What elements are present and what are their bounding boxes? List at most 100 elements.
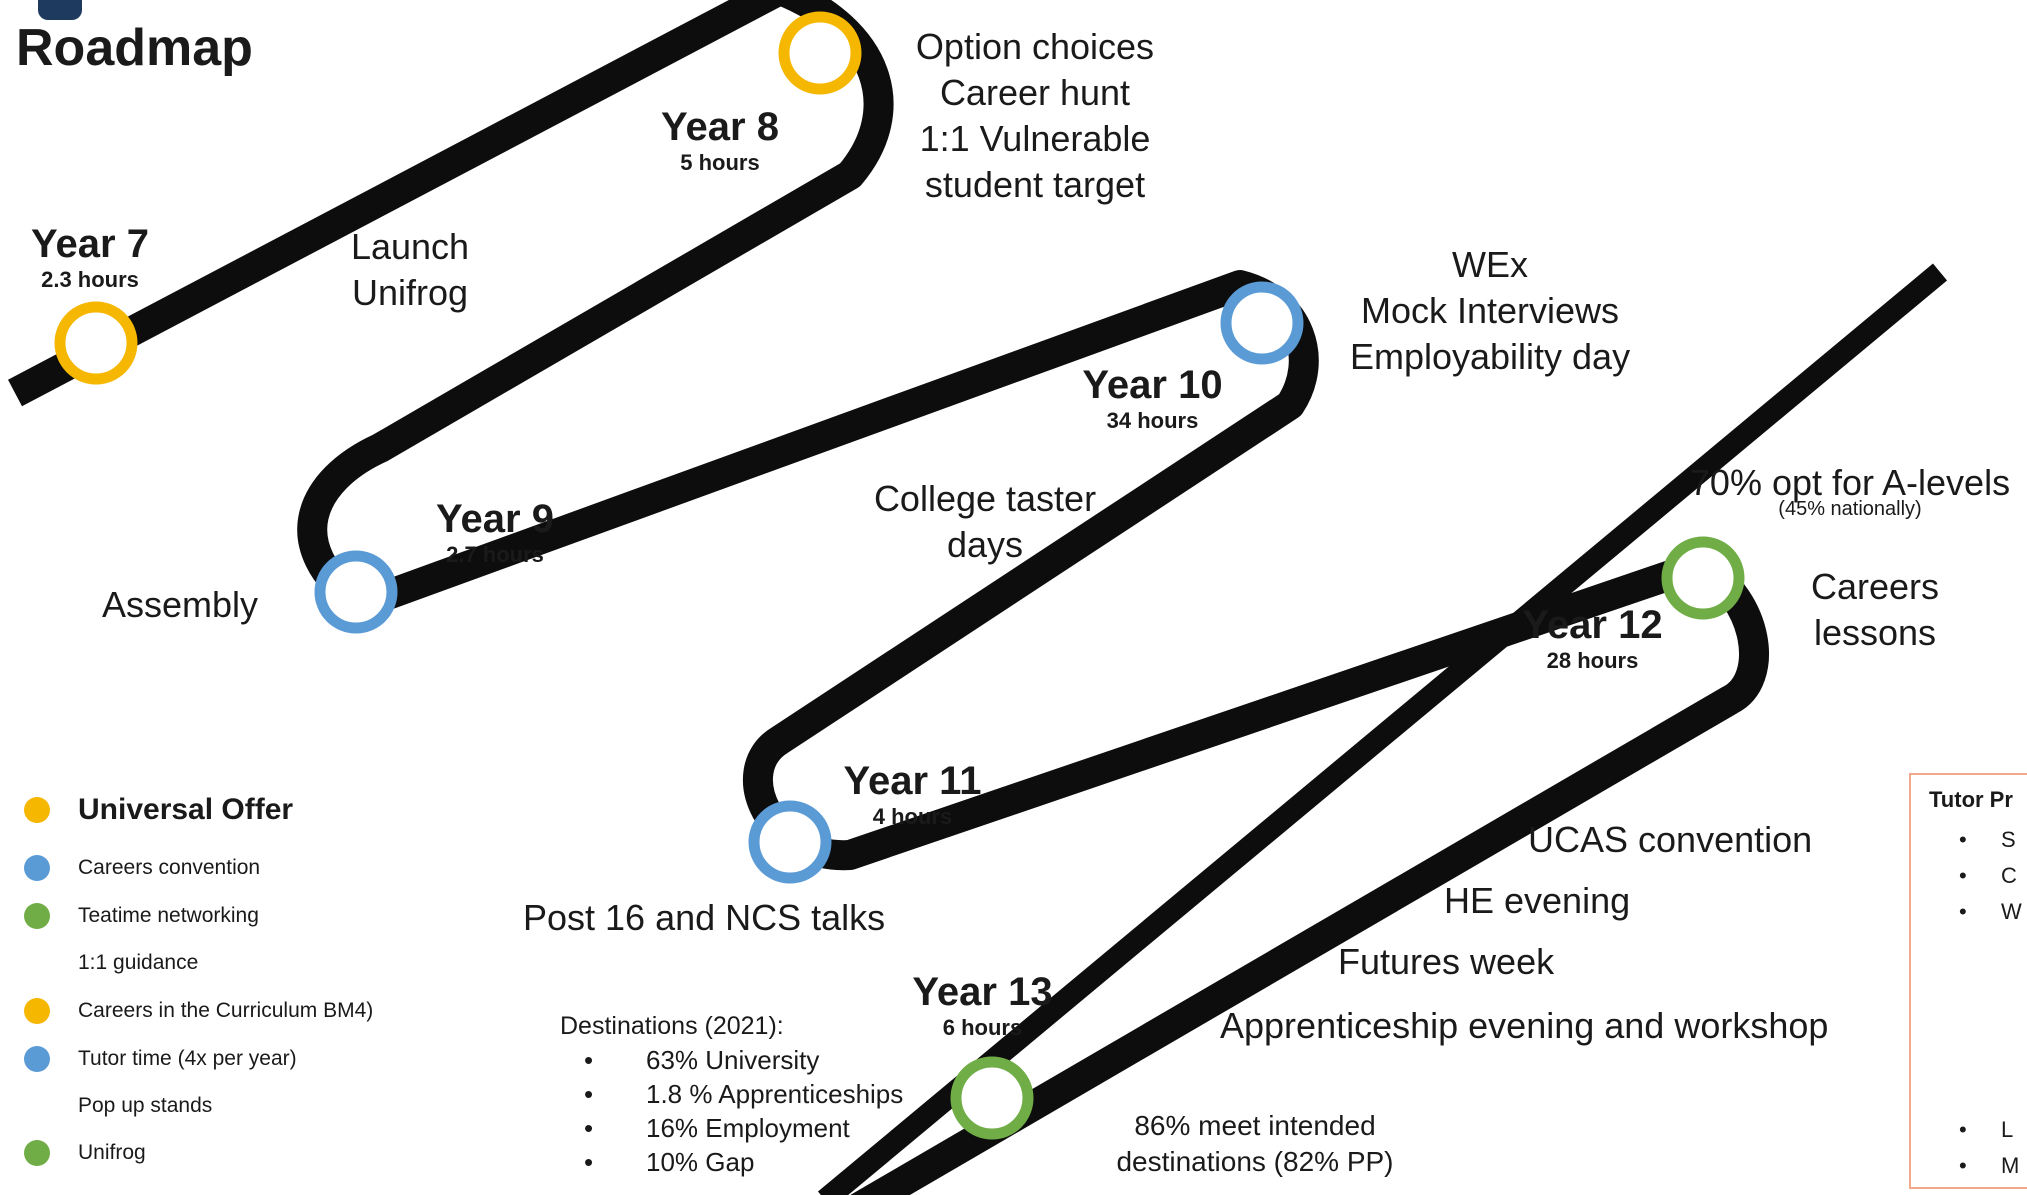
activity-text: lessons (1813, 612, 1937, 653)
activity-text: Careers (1810, 566, 1940, 607)
alevels-note: (45% nationally) (1778, 498, 1922, 520)
tutor-box: Tutor Pr •S •C •W •L •M (1909, 773, 2027, 1189)
year-10-label: Year 10 34 hours (1070, 363, 1235, 434)
legend-item: Tutor time (4x per year) (24, 1041, 297, 1077)
intended-destinations-text: 86% meet intended destinations (82% PP) (1090, 1108, 1420, 1180)
legend-dot-icon (24, 1046, 50, 1072)
legend-item: Careers in the Curriculum BM4) (24, 993, 373, 1029)
year-node-8 (778, 11, 862, 95)
bullet-icon: • (1959, 863, 1967, 888)
destinations-list: •63% University •1.8 % Apprenticeships •… (584, 1043, 903, 1179)
tutor-row-text: L (2001, 1117, 2014, 1142)
year-11-hours: 4 hours (872, 804, 953, 829)
year-node-11 (748, 800, 832, 884)
bullet-icon: • (1959, 827, 1967, 852)
activity-text: College taster (873, 478, 1097, 519)
year-node-9 (314, 550, 398, 634)
year-node-12 (1661, 536, 1745, 620)
college-taster-text: College taster days (845, 476, 1125, 568)
year-7-hours: 2.3 hours (41, 267, 139, 292)
alevels-text: 70% opt for A-levels (45% nationally) (1670, 460, 2027, 521)
ucas-text: UCAS convention (1528, 819, 1813, 860)
legend-label: Universal Offer (78, 793, 294, 826)
legend-label: Careers convention (78, 856, 261, 879)
activity-text: Unifrog (351, 272, 469, 313)
legend-item: 1:1 guidance (24, 945, 198, 981)
legend-dot-icon (24, 855, 50, 881)
apprenticeship-text: Apprenticeship evening and workshop (1220, 1005, 1829, 1046)
legend-item: Universal Offer (24, 792, 293, 828)
activity-text: Career hunt (939, 72, 1131, 113)
activity-text: WEx (1452, 244, 1528, 285)
legend-item: Careers convention (24, 850, 260, 886)
year-node-10 (1220, 281, 1304, 365)
activity-text: Employability day (1349, 336, 1631, 377)
activity-text: student target (924, 164, 1146, 205)
logo-icon (38, 0, 82, 20)
activity-text: 1:1 Vulnerable (919, 118, 1151, 159)
tutor-row-text: W (2001, 899, 2022, 924)
activity-text: Mock Interviews (1360, 290, 1620, 331)
legend-item: Pop up stands (24, 1088, 212, 1124)
bullet-icon: • (584, 1147, 594, 1177)
assembly-text: Assembly (102, 584, 259, 625)
year-node-7 (54, 301, 138, 385)
tutor-row-text: S (2001, 827, 2016, 852)
post16-text: Post 16 and NCS talks (523, 897, 886, 938)
futures-week-text: Futures week (1338, 941, 1555, 982)
bullet-icon: • (584, 1113, 594, 1143)
legend-item: Teatime networking (24, 898, 259, 934)
legend-label: Pop up stands (78, 1094, 213, 1117)
activity-text: Launch (350, 226, 470, 267)
roadmap-diagonal-line (817, 263, 1948, 1195)
year-11-label: Year 11 4 hours (830, 759, 995, 830)
list-item: •1.8 % Apprenticeships (584, 1077, 903, 1111)
list-item: • 10% Gap (584, 1145, 903, 1179)
activity-text: days (946, 524, 1024, 565)
destination-text: 10% Gap (646, 1147, 755, 1177)
destination-text: 1.8 % Apprenticeships (646, 1079, 904, 1109)
destination-text: 16% Employment (646, 1113, 850, 1143)
legend-item: Unifrog (24, 1135, 146, 1171)
legend-dot-icon (24, 1140, 50, 1166)
year-9-hours: 2.7 hours (446, 542, 544, 567)
activity-text: destinations (82% PP) (1116, 1146, 1394, 1177)
legend-label: Tutor time (4x per year) (78, 1047, 297, 1070)
tutor-row: •S (1959, 827, 2016, 853)
he-evening-text: HE evening (1444, 880, 1631, 921)
bullet-icon: • (584, 1045, 594, 1075)
year-10-activities: WEx Mock Interviews Employability day (1330, 242, 1650, 380)
year-node-13 (950, 1056, 1034, 1140)
tutor-box-title: Tutor Pr (1929, 787, 2013, 812)
destinations-title: Destinations (2021): (560, 1012, 784, 1040)
destination-text: 63% University (646, 1045, 820, 1075)
launch-unifrog-text: Launch Unifrog (320, 224, 500, 316)
year-12-label: Year 12 28 hours (1510, 603, 1675, 674)
tutor-row-text: C (2001, 863, 2017, 888)
bullet-icon: • (1959, 899, 1967, 924)
year-10-hours: 34 hours (1106, 408, 1199, 433)
alevels-stat: 70% opt for A-levels (1689, 462, 2011, 503)
legend-label: Teatime networking (78, 904, 259, 927)
year-7-label: Year 7 2.3 hours (20, 222, 160, 293)
list-item: • 63% University (584, 1043, 903, 1077)
careers-lessons-text: Careers lessons (1780, 564, 1970, 656)
legend-dot-icon (24, 998, 50, 1024)
year-9-label: Year 9 2.7 hours (420, 497, 570, 568)
tutor-row: •C (1959, 863, 2017, 889)
year-12-name: Year 12 (1522, 603, 1663, 647)
tutor-row-text: M (2001, 1153, 2020, 1178)
year-13-name: Year 13 (912, 970, 1053, 1014)
legend-dot-icon (24, 903, 50, 929)
bullet-icon: • (1959, 1117, 1967, 1142)
legend-label: Unifrog (78, 1141, 146, 1164)
year-8-name: Year 8 (661, 105, 779, 149)
year-10-name: Year 10 (1082, 363, 1223, 407)
bullet-icon: • (1959, 1153, 1967, 1178)
tutor-row: •M (1959, 1153, 2019, 1179)
tutor-row: •L (1959, 1117, 2013, 1143)
list-item: • 16% Employment (584, 1111, 903, 1145)
tutor-row: •W (1959, 899, 2022, 925)
year-9-name: Year 9 (436, 497, 554, 541)
